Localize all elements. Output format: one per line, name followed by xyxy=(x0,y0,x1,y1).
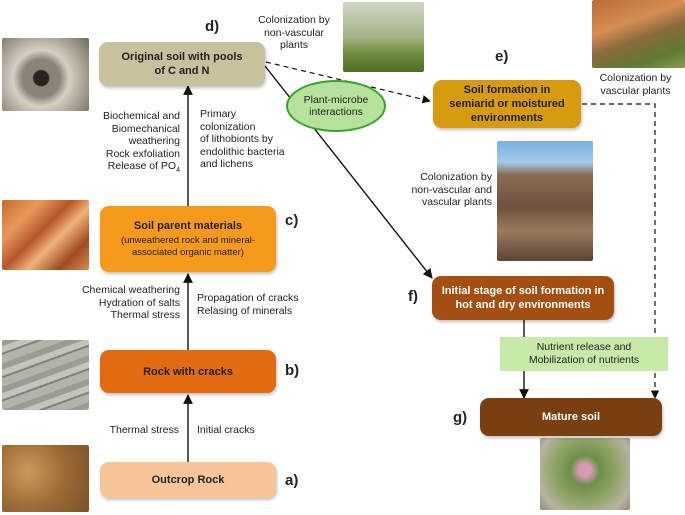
box-original-soil-title: Original soil with pools of C and N xyxy=(121,51,243,77)
letter-f: f) xyxy=(408,288,418,305)
letter-d: d) xyxy=(205,18,220,35)
label-initial-cracks: Initial cracks xyxy=(197,424,255,436)
photo-parent-materials xyxy=(2,200,89,270)
box-mature-soil-title: Mature soil xyxy=(541,411,601,423)
label-thermal-stress: Thermal stress xyxy=(109,424,179,436)
letter-g: g) xyxy=(453,409,468,426)
photo-vascular-plants xyxy=(592,0,685,68)
label-propagation-of-cracks: Propagation of cracks Relasing of minera… xyxy=(197,292,299,317)
label-colonization-both: Colonization by non-vascular and vascula… xyxy=(411,171,492,208)
photo-non-vascular-plants xyxy=(343,2,424,72)
box-soil-parent-materials: Soil parent materials (unweathered rock … xyxy=(100,206,276,272)
box-soil-formation-semiarid: Soil formation in semiarid or moistured … xyxy=(433,80,581,128)
letter-a: a) xyxy=(285,472,299,489)
label-chemical-weathering: Chemical weathering Hydration of salts T… xyxy=(81,284,180,321)
box-rock-with-cracks-title: Rock with cracks xyxy=(143,365,233,378)
box-initial-stage-soil-formation: Initial stage of soil formation in hot a… xyxy=(432,276,614,320)
plant-microbe-label: Plant-microbe interactions xyxy=(303,93,369,119)
label-colonization-vascular: Colonization by vascular plants xyxy=(599,72,672,97)
box-outcrop-rock: Outcrop Rock xyxy=(100,462,276,498)
label-primary-colonization: Primary colonization of lithobionts by e… xyxy=(200,108,285,170)
box-nutrient-release: Nutrient release and Mobilization of nut… xyxy=(500,337,668,371)
photo-rock-cracks xyxy=(2,340,89,410)
photo-non-vascular-and-vascular-plants xyxy=(497,141,593,261)
box-soil-parent-materials-subtitle: (unweathered rock and mineral-associated… xyxy=(120,235,256,258)
arrow-e-to-g xyxy=(582,103,660,399)
label-colonization-non-vascular: Colonization by non-vascular plants xyxy=(258,14,330,51)
label-biochemical-weathering: Biochemical and Biomechanical weathering… xyxy=(102,110,180,175)
ellipse-plant-microbe-interactions: Plant-microbe interactions xyxy=(286,80,386,132)
letter-b: b) xyxy=(285,362,300,379)
box-rock-with-cracks: Rock with cracks xyxy=(100,350,276,393)
box-initial-stage-title: Initial stage of soil formation in hot a… xyxy=(441,285,605,311)
box-original-soil: Original soil with pools of C and N xyxy=(99,42,265,86)
box-outcrop-rock-title: Outcrop Rock xyxy=(151,474,225,486)
box-soil-formation-semiarid-title: Soil formation in semiarid or moistured … xyxy=(449,84,565,124)
photo-outcrop-rock xyxy=(2,445,89,512)
letter-e: e) xyxy=(495,48,509,65)
photo-mature-soil xyxy=(540,438,630,510)
box-soil-parent-materials-title: Soil parent materials xyxy=(133,220,243,232)
box-mature-soil: Mature soil xyxy=(480,398,662,436)
photo-original-soil xyxy=(2,38,89,111)
letter-c: c) xyxy=(285,212,299,229)
